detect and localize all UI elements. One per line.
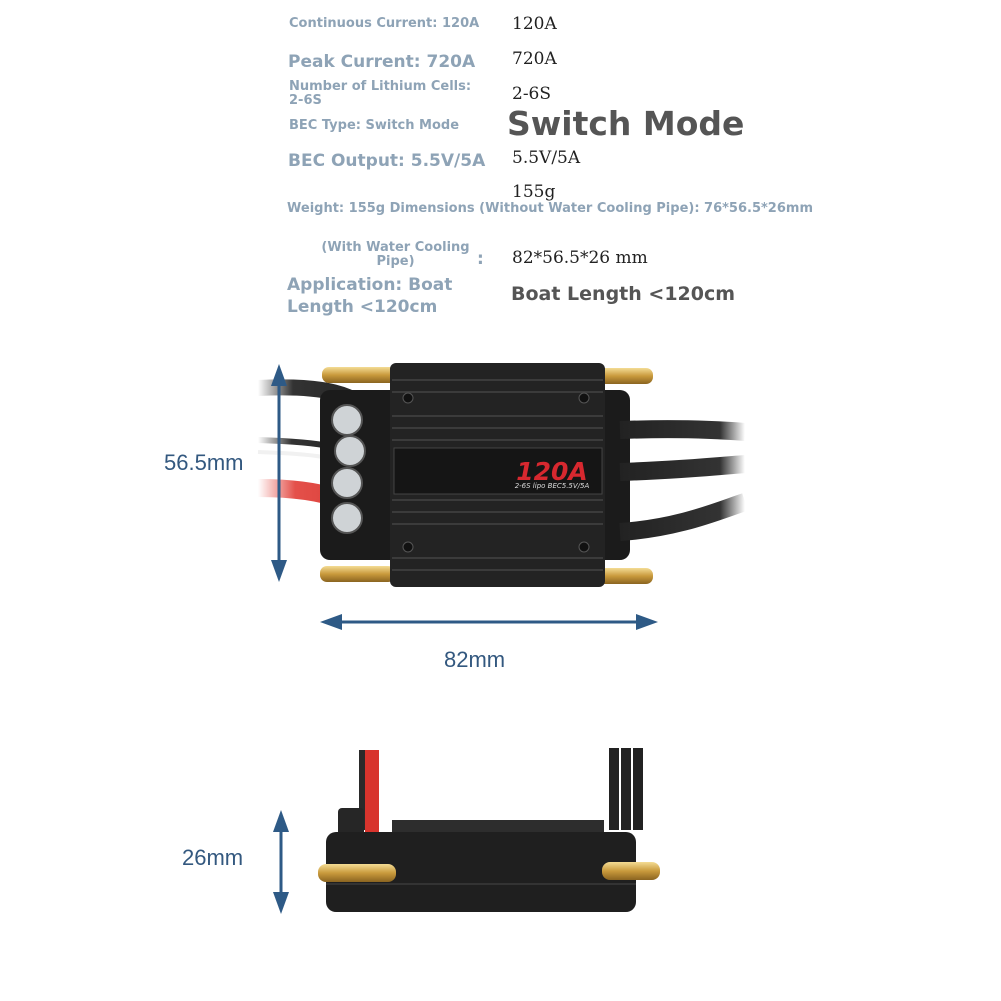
height-dimension-label: 56.5mm: [164, 450, 244, 475]
spec-weight-dims-line: Weight: 155g Dimensions (Without Water C…: [287, 201, 813, 216]
spec-application-value: Boat Length <120cm: [511, 283, 736, 305]
spec-bec-type-value: Switch Mode: [507, 104, 745, 143]
spec-bec-output-value: 5.5V/5A: [512, 148, 581, 168]
spec-weight-value: 155g: [512, 182, 556, 202]
spec-peak-label: Peak Current: 720A: [288, 52, 476, 72]
esc-side-view: [318, 748, 660, 912]
esc-badge-text: 120A: [516, 457, 588, 486]
spec-cells-label: Number of Lithium Cells: 2-6S: [289, 79, 472, 108]
spec-bec-type-label: BEC Type: Switch Mode: [289, 118, 460, 133]
spec-bec-output-label: BEC Output: 5.5V/5A: [288, 151, 486, 171]
spec-peak-value: 720A: [512, 49, 557, 69]
spec-water-pipe-label: (With Water Cooling Pipe): [321, 240, 470, 269]
water-cooling-nozzles: [320, 367, 653, 584]
spec-application-label: Application: Boat Length <120cm: [287, 275, 453, 317]
esc-top-view: [249, 363, 748, 587]
capacitor-bank: [331, 404, 366, 534]
length-dimension-label: 82mm: [444, 647, 506, 672]
spec-continuous-value: 120A: [512, 14, 557, 34]
spec-cells-value: 2-6S: [512, 84, 552, 104]
spec-water-pipe-value: 82*56.5*26 mm: [512, 248, 648, 268]
dimension-arrows: [271, 364, 658, 914]
esc-badge-subtitle: 2-6S lipo BEC5.5V/5A: [515, 482, 590, 490]
thickness-dimension-label: 26mm: [182, 845, 244, 870]
spec-continuous-label: Continuous Current: 120A: [289, 16, 480, 31]
spec-water-pipe-colon: :: [477, 249, 484, 269]
